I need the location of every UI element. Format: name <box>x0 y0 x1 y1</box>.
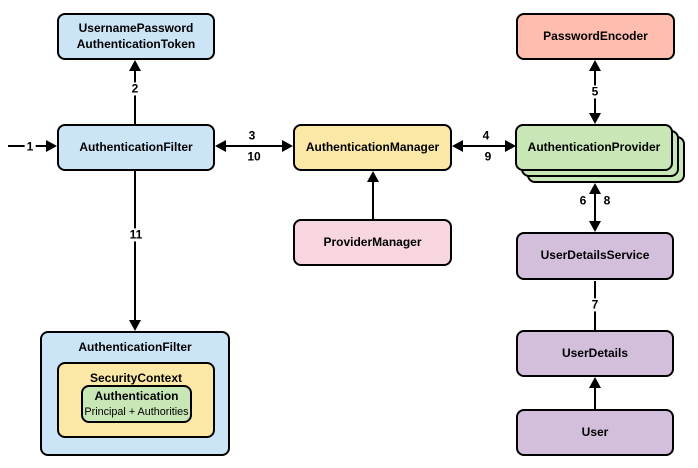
node-sublabel: Principal + Authorities <box>84 406 189 419</box>
edge-label-8: 8 <box>603 193 611 208</box>
node-authentication: Authentication Principal + Authorities <box>81 385 192 423</box>
edge-label-9: 9 <box>482 149 494 164</box>
arrowhead-up <box>589 60 601 71</box>
node-provider-manager: ProviderManager <box>293 219 452 266</box>
edge-label-2: 2 <box>129 81 141 96</box>
edge-label-11: 11 <box>127 227 145 242</box>
node-label-line2: AuthenticationToken <box>76 36 196 51</box>
arrowhead-left <box>452 140 463 152</box>
node-authentication-manager: AuthenticationManager <box>293 124 452 171</box>
node-label: AuthenticationProvider <box>527 139 661 154</box>
edge-label-1: 1 <box>24 139 36 154</box>
edge-providermanager-manager-line <box>372 181 374 219</box>
node-authentication-filter: AuthenticationFilter <box>57 124 215 171</box>
node-label: PasswordEncoder <box>543 28 648 43</box>
arrowhead-down <box>589 221 601 232</box>
edge-label-4: 4 <box>482 128 490 143</box>
node-label: AuthenticationFilter <box>78 340 192 354</box>
node-password-encoder: PasswordEncoder <box>516 13 675 60</box>
node-label: AuthenticationManager <box>305 139 440 154</box>
arrowhead-up <box>367 171 379 182</box>
node-label: UserDetails <box>561 345 629 360</box>
edge-label-6: 6 <box>579 193 587 208</box>
node-label: AuthenticationFilter <box>79 139 193 154</box>
node-user: User <box>516 409 674 456</box>
arrowhead-left <box>215 140 226 152</box>
edge-create-token-line <box>134 69 136 124</box>
arrowhead-right <box>46 140 57 152</box>
node-usernamepassword-authentication-token: UsernamePassword AuthenticationToken <box>57 13 215 60</box>
node-label: SecurityContext <box>89 371 183 385</box>
edge-label-5: 5 <box>589 84 601 99</box>
arrowhead-right <box>282 140 293 152</box>
arrowhead-up <box>129 60 141 71</box>
node-label: User <box>581 424 609 439</box>
edge-store-context-line <box>134 171 136 321</box>
node-authentication-provider: AuthenticationProvider <box>515 124 673 171</box>
arrowhead-right <box>505 140 516 152</box>
node-label: UserDetailsService <box>540 248 650 263</box>
arrowhead-down <box>589 113 601 124</box>
node-label-line1: UsernamePassword <box>78 20 194 35</box>
node-user-details-service: UserDetailsService <box>516 232 674 280</box>
edge-label-3: 3 <box>248 128 256 143</box>
node-label: Authentication <box>94 388 179 403</box>
edge-label-10: 10 <box>245 149 263 164</box>
edge-user-userdetails-line <box>594 387 596 409</box>
arrowhead-down <box>129 320 141 331</box>
node-user-details: UserDetails <box>516 330 674 377</box>
arrowhead-up <box>589 377 601 388</box>
arrowhead-up <box>589 183 601 194</box>
edge-label-7: 7 <box>589 297 601 312</box>
edge-filter-manager-line <box>224 145 284 147</box>
node-label: ProviderManager <box>323 234 422 249</box>
edge-manager-provider-line <box>461 145 507 147</box>
edge-provider-uds-line <box>594 192 596 223</box>
